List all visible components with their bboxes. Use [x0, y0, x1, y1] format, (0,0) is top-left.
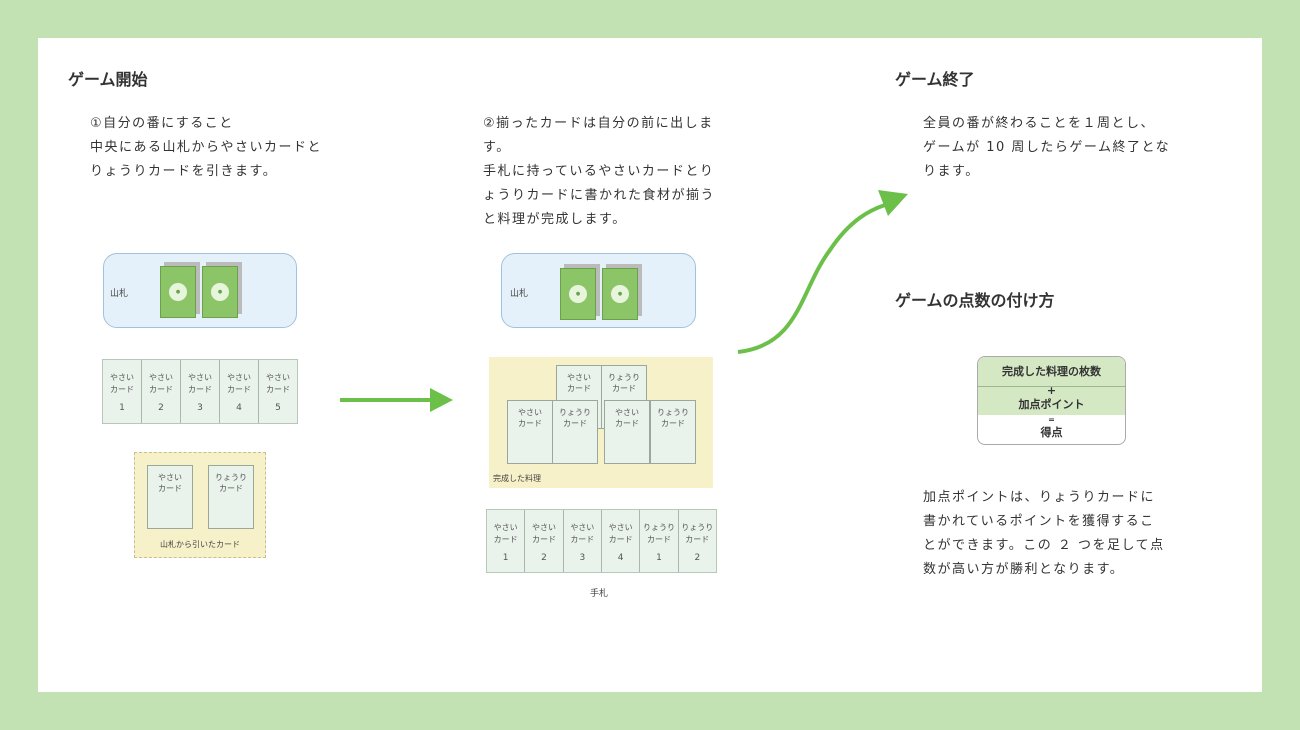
hand-card: やさい カード 3 — [181, 360, 220, 423]
hand-row: やさい カード 1 やさい カード 2 やさい カード 3 やさい カード 4 やさい カード 5 — [102, 359, 298, 424]
card-number: 2 — [694, 553, 701, 563]
deck-label: 山札 — [510, 289, 529, 299]
card-number: 1 — [502, 553, 509, 563]
formula-term: 加点ポイント — [978, 397, 1125, 415]
card-number: 2 — [541, 553, 547, 563]
card-name: やさい カード — [227, 373, 251, 394]
logo-icon: ● — [169, 283, 187, 301]
start-text: ①自分の番にすること 中央にある山札からやさいカードと りょうりカードを引きます… — [90, 116, 323, 179]
formula-term: 完成した料理の枚数 — [978, 357, 1125, 387]
deck-card: ● — [602, 268, 638, 320]
deck-card: ● — [202, 266, 238, 318]
card-name: やさい カード — [149, 373, 173, 394]
card-number: 4 — [236, 403, 242, 413]
formula-plus: + — [978, 385, 1125, 397]
card: りょうり カード — [650, 400, 696, 464]
card-name: やさい カード — [188, 373, 212, 394]
logo-icon: ● — [611, 285, 629, 303]
hand-card: やさい カード 5 — [259, 360, 297, 423]
middle-text: ②揃ったカードは自分の前に出しま す。 手札に持っているやさいカードとり ょうり… — [483, 116, 716, 227]
card: やさい カード — [147, 465, 193, 529]
drawn-label: 山札から引いたカード — [160, 540, 240, 549]
curved-arrow-icon — [737, 190, 908, 354]
deck-card: ● — [560, 268, 596, 320]
deck-area: 山札 ● ● — [501, 253, 696, 328]
card-name: りょうり カード — [681, 523, 714, 544]
completed-area: やさい カード りょうり カード やさい カード りょうり カード やさい カー… — [489, 357, 713, 488]
end-title: ゲーム終了 — [895, 70, 975, 89]
hand-row: やさい カード 1 やさい カード 2 やさい カード 3 やさい カード 4 りょうり カード… — [486, 509, 717, 573]
logo-icon: ● — [569, 285, 587, 303]
arrow-right-icon — [340, 388, 453, 412]
completed-label: 完成した料理 — [493, 474, 541, 483]
hand-card: やさい カード 3 — [564, 510, 602, 572]
hand-card: やさい カード 1 — [103, 360, 142, 423]
card-name: やさい カード — [493, 523, 518, 544]
scoring-text: 加点ポイントは、りょうりカードに 書かれているポイントを獲得するこ とができます… — [923, 490, 1165, 577]
card: りょうり カード — [208, 465, 254, 529]
card-number: 4 — [617, 553, 624, 563]
card-name: やさい カード — [531, 523, 556, 544]
card-name: りょうり カード — [642, 523, 675, 544]
card: りょうり カード — [552, 400, 598, 464]
drawn-cards-area: やさい カード りょうり カード 山札から引いたカード — [134, 452, 266, 558]
hand-card: りょうり カード 2 — [679, 510, 716, 572]
scoring-title: ゲームの点数の付け方 — [895, 291, 1055, 310]
card-number: 3 — [579, 553, 586, 563]
card-name: やさい カード — [608, 523, 633, 544]
hand-card: やさい カード 1 — [487, 510, 526, 572]
hand-card: やさい カード 4 — [602, 510, 641, 572]
card-name: やさい カード — [110, 373, 134, 394]
card-name: やさい カード — [266, 373, 290, 394]
card-name: やさい カード — [570, 523, 595, 544]
start-title: ゲーム開始 — [68, 70, 148, 89]
hand-card: やさい カード 2 — [142, 360, 181, 423]
logo-icon: ● — [211, 283, 229, 301]
formula-result: 得点 — [1040, 426, 1063, 439]
card: やさい カード — [604, 400, 650, 464]
card-number: 1 — [656, 553, 662, 563]
deck-area: 山札 ● ● — [103, 253, 297, 328]
card-number: 2 — [158, 403, 164, 413]
card-number: 3 — [197, 403, 203, 413]
formula-equals: = — [1048, 415, 1055, 424]
hand-card: やさい カード 4 — [220, 360, 259, 423]
card-number: 5 — [275, 403, 281, 413]
hand-label: 手札 — [590, 589, 609, 599]
deck-card: ● — [160, 266, 196, 318]
end-text: 全員の番が終わることを１周とし、 ゲームが 10 周したらゲーム終了とな ります… — [923, 116, 1171, 179]
hand-card: やさい カード 2 — [525, 510, 564, 572]
deck-label: 山札 — [110, 289, 129, 299]
hand-card: りょうり カード 1 — [640, 510, 679, 572]
card-number: 1 — [119, 403, 125, 413]
score-formula: 完成した料理の枚数 + 加点ポイント = 得点 — [977, 356, 1126, 445]
card: やさい カード — [507, 400, 553, 464]
